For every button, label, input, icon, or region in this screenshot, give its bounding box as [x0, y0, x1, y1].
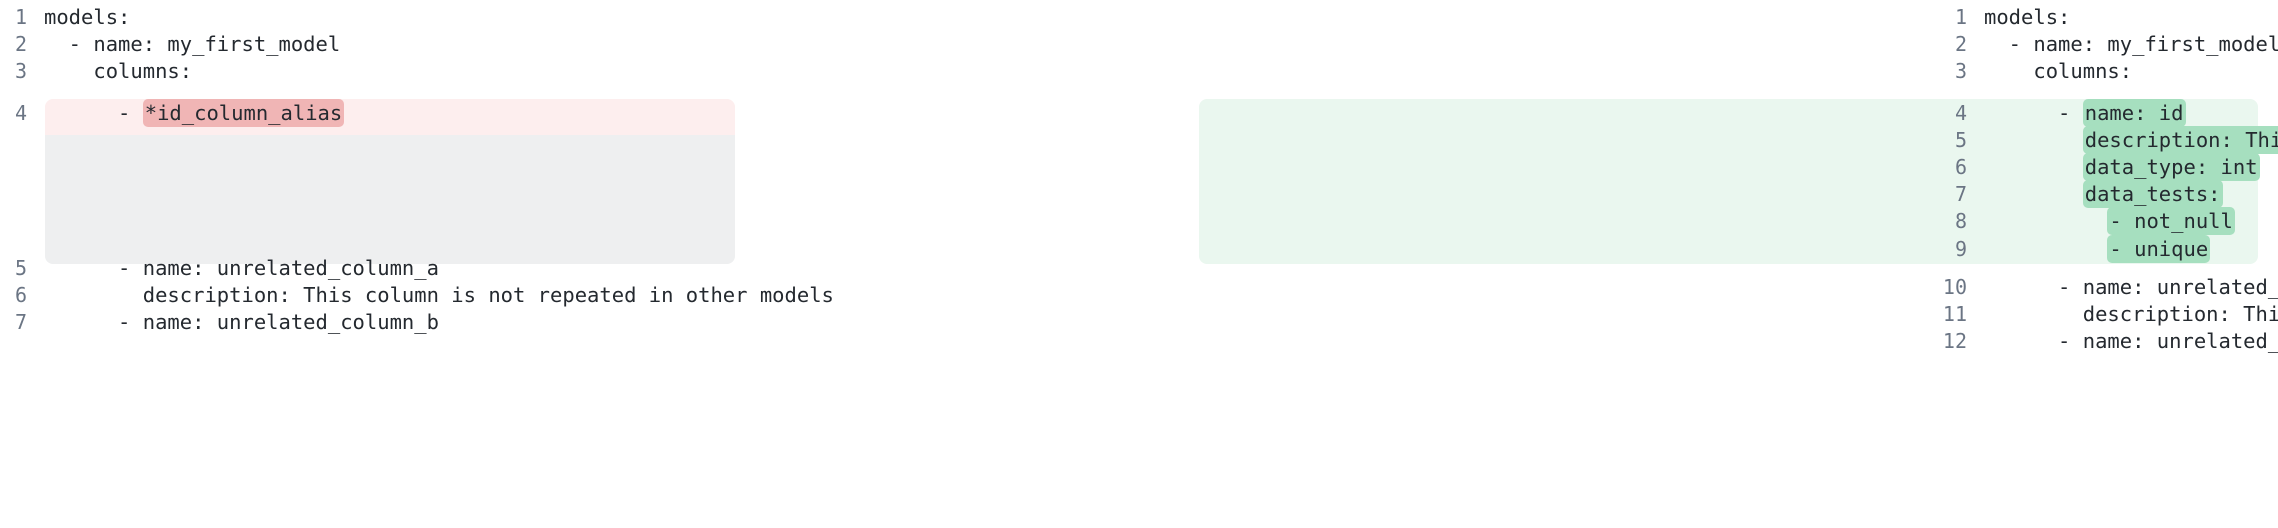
code-line[interactable]: 10 - name: unrelated_column_a	[1139, 274, 2278, 301]
code-line-added[interactable]: 7 data_tests:	[1139, 180, 2278, 209]
line-number: 5	[14, 255, 27, 280]
placeholder-spacer	[0, 127, 1139, 244]
code-line-added[interactable]: 4 - name: id	[1139, 98, 2278, 127]
line-number: 3	[1954, 59, 1967, 84]
line-content: data_type: int	[1967, 152, 2278, 181]
line-content: - unique	[1967, 234, 2278, 263]
line-indent: -	[44, 100, 143, 125]
line-number: 8	[1954, 209, 1967, 234]
line-content: models:	[27, 4, 1139, 31]
line-text: description: This column is not repeated…	[2082, 301, 2278, 326]
line-number: 2	[14, 32, 27, 57]
code-line[interactable]: 1 models:	[0, 4, 1139, 31]
line-text: - name: unrelated_column_b	[2058, 329, 2278, 354]
code-line[interactable]: 2 - name: my_first_model	[1139, 31, 2278, 58]
line-text: - name: unrelated_column_b	[44, 310, 439, 335]
code-line[interactable]: 3 columns:	[1139, 58, 2278, 85]
line-content: - name: unrelated_column_a	[27, 255, 1139, 282]
code-line-added[interactable]: 6 data_type: int	[1139, 152, 2278, 181]
line-number: 5	[1954, 127, 1967, 152]
code-line[interactable]: 11 description: This column is not repea…	[1139, 301, 2278, 328]
code-line[interactable]: 3 columns:	[0, 58, 1139, 85]
line-content: models:	[1967, 4, 2278, 31]
code-line[interactable]: 7 - name: unrelated_column_b	[0, 309, 1139, 336]
line-number: 11	[1942, 301, 1967, 326]
line-number: 6	[1954, 154, 1967, 179]
line-number: 4	[1954, 100, 1967, 125]
line-text: - name: my_first_model	[44, 32, 341, 57]
line-content: columns:	[27, 58, 1139, 85]
code-line[interactable]: 5 - name: unrelated_column_a	[0, 255, 1139, 282]
line-number: 3	[14, 59, 27, 84]
line-number: 12	[1942, 329, 1967, 354]
added-word-highlight: - not_null	[2107, 207, 2235, 236]
line-content: description: This is a unique identifier…	[1967, 125, 2278, 154]
line-content: - name: my_first_model	[27, 31, 1139, 58]
line-indent	[1984, 128, 2083, 152]
line-content: - name: unrelated_column_b	[1967, 328, 2278, 355]
line-content: description: This column is not repeated…	[27, 282, 1139, 309]
line-indent	[1984, 182, 2083, 206]
line-content: - name: unrelated_column_a	[1967, 274, 2278, 301]
line-content: - name: my_first_model	[1967, 31, 2278, 58]
removed-word-highlight: *id_column_alias	[142, 98, 345, 127]
added-word-highlight: name: id	[2082, 98, 2186, 127]
line-number: 1	[14, 5, 27, 29]
added-word-highlight: data_type: int	[2082, 152, 2260, 181]
diff-pane-before: 1 models: 2 - name: my_first_model 3 col…	[0, 4, 1139, 336]
diff-pane-after: 1 models: 2 - name: my_first_model 3 col…	[1139, 0, 2278, 528]
code-line-removed[interactable]: 4 - *id_column_alias	[0, 98, 1139, 127]
line-number: 7	[1954, 182, 1967, 207]
code-line[interactable]: 12 - name: unrelated_column_b	[1139, 328, 2278, 355]
line-number: 9	[1954, 236, 1967, 261]
line-text: - name: my_first_model	[1984, 32, 2278, 57]
line-indent: -	[1984, 100, 2083, 125]
added-word-highlight: description: This is a unique identifier…	[2082, 125, 2278, 154]
line-number: 1	[1954, 5, 1967, 29]
line-text: description: This column is not repeated…	[44, 282, 834, 307]
code-line[interactable]: 1 models:	[1139, 4, 2278, 31]
added-word-highlight: - unique	[2107, 234, 2211, 263]
line-number: 4	[14, 100, 27, 125]
line-content: - not_null	[1967, 207, 2278, 236]
code-line-added[interactable]: 8 - not_null	[1139, 207, 2278, 236]
code-area-after: 1 models: 2 - name: my_first_model 3 col…	[1139, 0, 2278, 528]
line-indent	[1984, 237, 2107, 261]
code-line[interactable]: 2 - name: my_first_model	[0, 31, 1139, 58]
line-content: - *id_column_alias	[27, 98, 1139, 127]
line-text: - name: unrelated_column_a	[44, 255, 439, 280]
line-indent	[1984, 155, 2083, 179]
line-number: 6	[14, 282, 27, 307]
line-content: data_tests:	[1967, 180, 2278, 209]
line-content: - name: id	[1967, 98, 2278, 127]
line-number: 2	[1954, 32, 1967, 57]
code-line-added[interactable]: 5 description: This is a unique identifi…	[1139, 125, 2278, 154]
removed-placeholder-block	[45, 135, 735, 264]
code-line-added[interactable]: 9 - unique	[1139, 234, 2278, 263]
code-area-before: 1 models: 2 - name: my_first_model 3 col…	[0, 4, 1139, 336]
line-number: 7	[14, 310, 27, 335]
code-line[interactable]: 6 description: This column is not repeat…	[0, 282, 1139, 309]
line-text: columns:	[1984, 59, 2133, 84]
line-text: models:	[1984, 5, 2071, 29]
line-indent	[1984, 209, 2107, 233]
line-content: - name: unrelated_column_b	[27, 309, 1139, 336]
line-content: description: This column is not repeated…	[1967, 301, 2278, 328]
line-text: models:	[44, 5, 131, 29]
line-content: columns:	[1967, 58, 2278, 85]
line-text: - name: unrelated_column_a	[2058, 274, 2278, 299]
added-lines-block	[1199, 99, 2258, 264]
line-number: 10	[1942, 274, 1967, 299]
line-text: columns:	[44, 59, 193, 84]
added-word-highlight: data_tests:	[2082, 180, 2223, 209]
